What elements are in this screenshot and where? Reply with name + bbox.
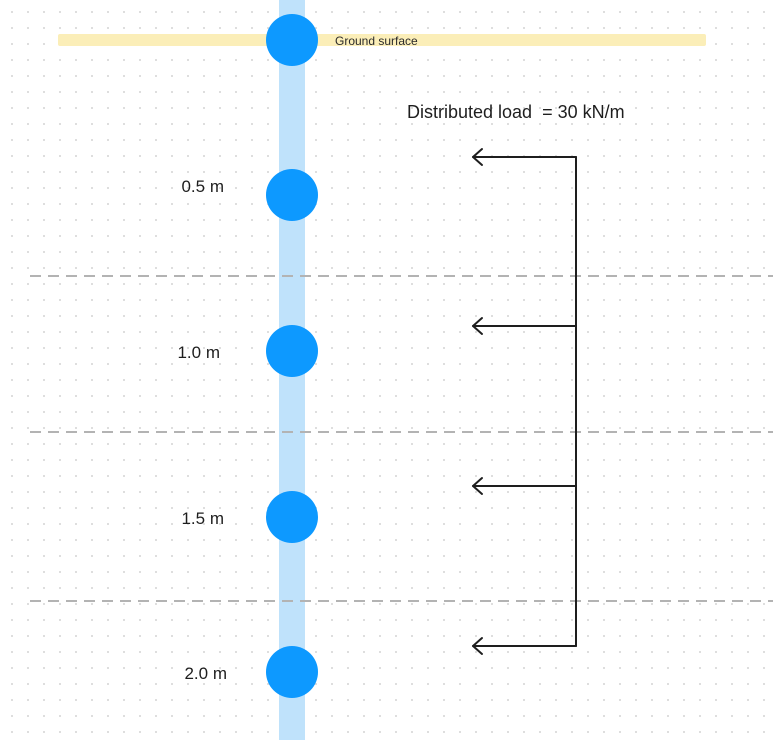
node-3[interactable] [266,491,318,543]
node-2[interactable] [266,325,318,377]
distributed-load-label: Distributed load = 30 kN/m [407,102,625,122]
depth-label-2-0: 2.0 m [184,664,227,683]
depth-label-1-5: 1.5 m [181,509,224,528]
node-0[interactable] [266,14,318,66]
ground-surface-label: Ground surface [335,34,418,48]
ground-surface-band [58,34,706,46]
load-arrow-2 [472,317,577,335]
load-arrow-1 [472,148,577,166]
depth-label-1-0: 1.0 m [177,343,220,362]
load-arrow-4 [472,637,577,655]
load-arrow-3 [472,477,577,495]
node-1[interactable] [266,169,318,221]
node-4[interactable] [266,646,318,698]
distributed-load-arrows [472,148,577,655]
depth-label-0-5: 0.5 m [181,177,224,196]
